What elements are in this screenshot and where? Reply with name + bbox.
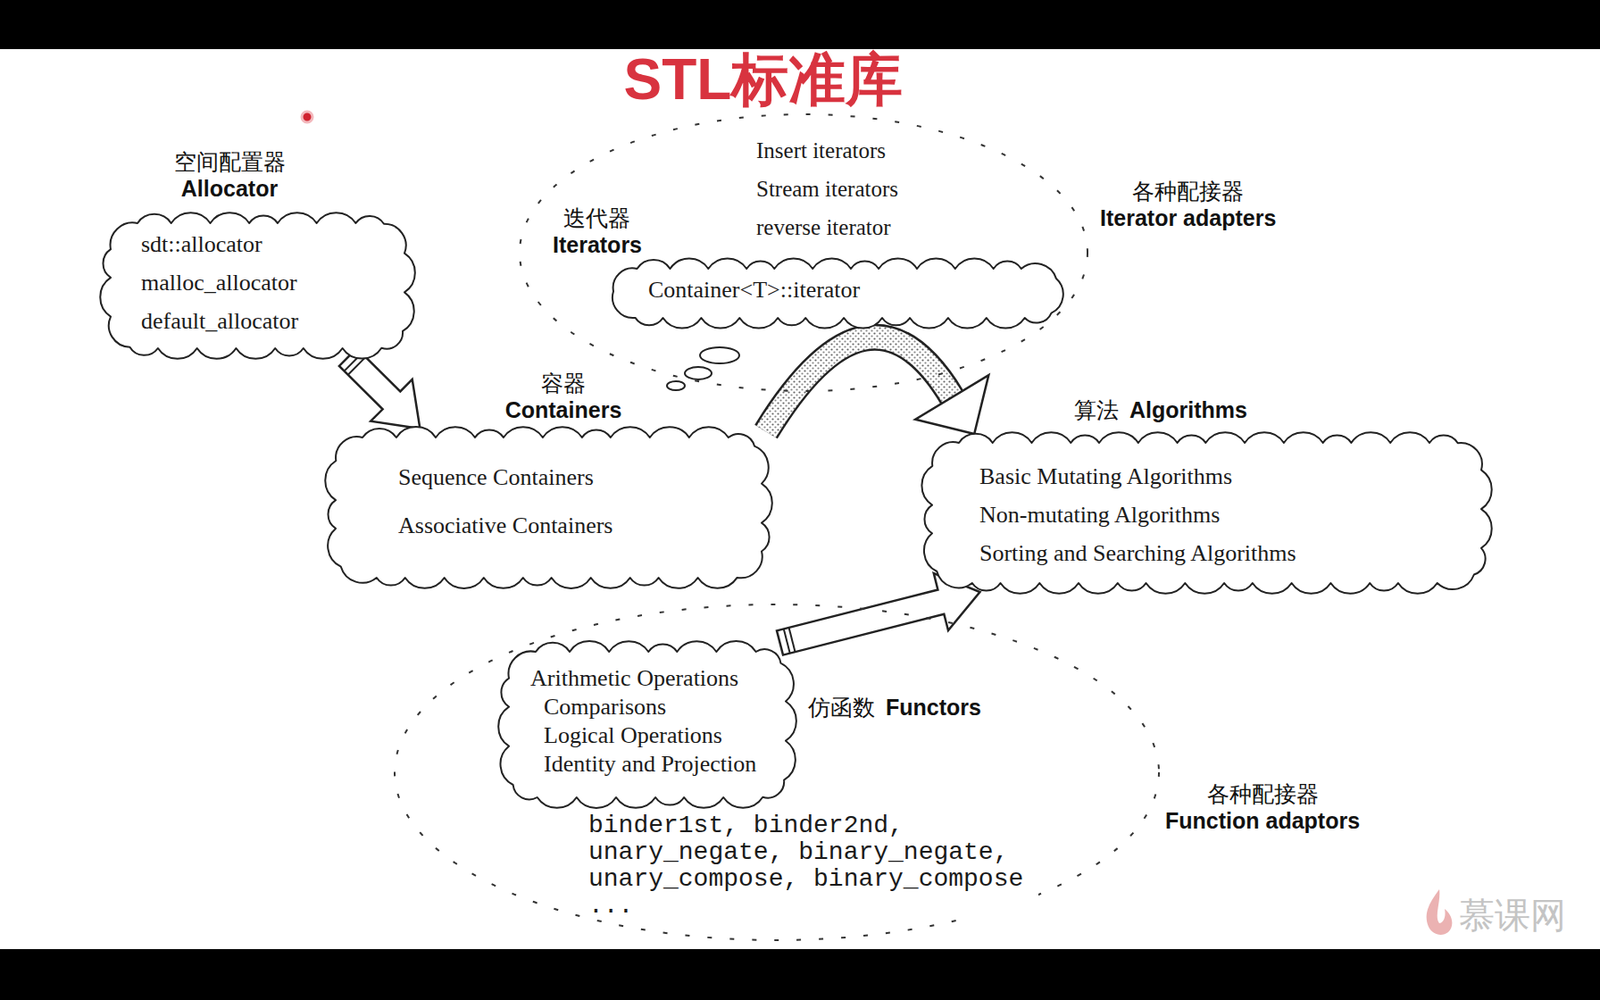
heading-zh: 各种配接器 xyxy=(1100,177,1276,205)
arrow-body xyxy=(339,348,421,429)
dashed-region: binder1st, binder2nd, unary_negate, bina… xyxy=(392,602,1161,942)
iterator-arc-arrow xyxy=(766,337,989,434)
watermark-wrap: 慕课网 xyxy=(1458,895,1567,935)
block-arrow xyxy=(339,348,421,429)
heading-zh: 各种配接器 xyxy=(1165,780,1360,808)
diagram-title: STL标准库 xyxy=(624,49,904,110)
list-item: Sequence Containers xyxy=(398,453,613,502)
heading-en: Containers xyxy=(505,396,623,424)
heading-en: Iterators xyxy=(552,231,642,259)
list-item: Container<T>::iterator xyxy=(648,272,860,309)
cloud-outline xyxy=(325,426,773,589)
text-list: Container<T>::iterator xyxy=(648,272,860,309)
list-item: Non-mutating Algorithms xyxy=(979,495,1297,534)
text-list: Insert iteratorsStream iteratorsreverse … xyxy=(756,131,899,247)
list-item: sdt::allocator xyxy=(141,225,299,264)
letterbox-bar xyxy=(0,949,1600,1000)
cloud-outline xyxy=(100,212,416,359)
heading-en: Algorithms xyxy=(1129,396,1248,424)
heading-en: Iterator adapters xyxy=(1100,204,1276,232)
watermark: 慕课网 xyxy=(1458,895,1567,935)
list-item: Associative Containers xyxy=(398,501,613,550)
list-item: Arithmetic Operations xyxy=(530,664,757,693)
text-list: sdt::allocatormalloc_allocatordefault_al… xyxy=(141,225,299,341)
cloud-node: sdt::allocatormalloc_allocatordefault_al… xyxy=(101,214,414,358)
arrow-head xyxy=(915,375,989,434)
cloud-outline xyxy=(612,258,1064,328)
title-wrap: STL标准库 xyxy=(624,49,904,110)
heading: 算法 Algorithms xyxy=(1074,396,1248,424)
list-item: Insert iterators xyxy=(756,131,899,170)
cloud-node: Arithmetic OperationsComparisonsLogical … xyxy=(500,642,795,807)
dashed-region: Insert iteratorsStream iteratorsreverse … xyxy=(517,112,1090,393)
list-item: Comparisons xyxy=(543,692,757,722)
list-item: Sorting and Searching Algorithms xyxy=(979,533,1297,573)
heading: 仿函数 Functors xyxy=(808,693,982,721)
watermark-flame xyxy=(1426,889,1453,935)
heading: 各种配接器Iterator adapters xyxy=(1100,177,1276,232)
red-dot xyxy=(301,111,313,123)
list-item: Logical Operations xyxy=(543,721,757,750)
heading-zh: 空间配置器 xyxy=(174,148,286,175)
arrow-band xyxy=(348,357,367,375)
heading-zh: 算法 xyxy=(1074,396,1119,424)
cloud-outline xyxy=(921,432,1492,593)
list-item: Stream iterators xyxy=(756,169,899,209)
list-item: malloc_allocator xyxy=(141,263,299,302)
heading-en: Functors xyxy=(885,693,982,721)
letterbox-bar xyxy=(0,0,1600,50)
text-list: Sequence ContainersAssociative Container… xyxy=(398,453,613,550)
cloud-node: Sequence ContainersAssociative Container… xyxy=(326,428,771,587)
thought-bubble xyxy=(684,366,712,380)
dashed-outline xyxy=(519,114,1088,392)
list-item: reverse iterator xyxy=(756,208,899,247)
heading-zh: 容器 xyxy=(505,369,623,397)
text-list: Basic Mutating AlgorithmsNon-mutating Al… xyxy=(979,457,1297,573)
heading-en: Allocator xyxy=(174,175,286,202)
list-item: Identity and Projection xyxy=(543,750,757,779)
text-list: Arithmetic OperationsComparisonsLogical … xyxy=(543,664,757,779)
heading-en: Function adaptors xyxy=(1165,807,1360,834)
heading: 容器Containers xyxy=(505,369,623,424)
heading: 空间配置器Allocator xyxy=(174,148,286,202)
heading: 迭代器Iterators xyxy=(552,204,642,259)
text-list: binder1st, binder2nd, unary_negate, bina… xyxy=(588,812,1039,920)
cloud-shape xyxy=(326,428,771,587)
heading: 各种配接器Function adaptors xyxy=(1165,780,1360,834)
code-text: binder1st, binder2nd, unary_negate, bina… xyxy=(588,812,1039,920)
heading-zh: 迭代器 xyxy=(552,204,642,232)
cloud-node: Basic Mutating AlgorithmsNon-mutating Al… xyxy=(923,433,1491,592)
dashed-outline xyxy=(394,604,1159,941)
arrow-band xyxy=(783,629,791,654)
list-item: default_allocator xyxy=(141,301,299,341)
thought-bubble xyxy=(700,347,740,364)
cloud-outline xyxy=(498,641,797,809)
thought-bubble xyxy=(666,381,685,391)
arrow-band xyxy=(789,627,796,652)
heading-zh: 仿函数 xyxy=(808,693,875,721)
list-item: Basic Mutating Algorithms xyxy=(979,457,1297,496)
cloud-node: Container<T>::iterator迭代器Iterators xyxy=(604,259,1070,327)
